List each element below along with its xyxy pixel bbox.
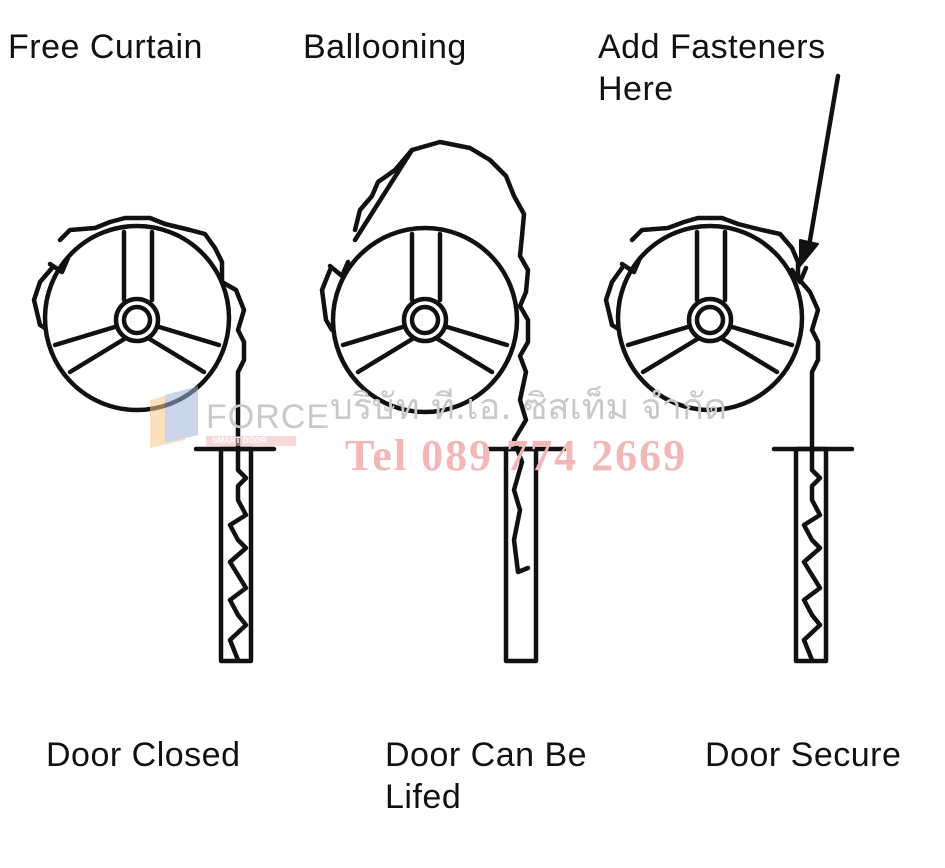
hub-inner-2 bbox=[409, 304, 441, 336]
spoke-top-3 bbox=[694, 229, 728, 303]
label-door-closed: Door Closed bbox=[46, 736, 241, 774]
spoke-top-1 bbox=[121, 229, 155, 303]
curtain-wrap-3 bbox=[603, 215, 821, 455]
curtain-in-guide-1 bbox=[227, 449, 249, 663]
spoke-left-1 bbox=[52, 323, 129, 375]
label-door-can-be-lifted: Door Can Be Lifed bbox=[385, 736, 588, 816]
spoke-right-1 bbox=[145, 323, 222, 375]
rotation-arrow-3 bbox=[619, 255, 643, 275]
spoke-left-3 bbox=[625, 323, 702, 375]
logo-sub-bar bbox=[206, 436, 296, 446]
rotation-arrow-1 bbox=[47, 255, 71, 275]
rotation-arrow-2 bbox=[327, 259, 351, 279]
curtain-wrap-1 bbox=[31, 215, 247, 455]
spoke-right-2 bbox=[433, 323, 510, 375]
drum-fastened bbox=[603, 215, 855, 664]
watermark-company: บริษัท ที.เอ. ซิสเท็ม จำกัด bbox=[330, 387, 728, 428]
watermark-logo-sub: SMART DOOR bbox=[212, 436, 267, 445]
fastener-pointer-arrow bbox=[799, 73, 841, 267]
logo-blue-mark bbox=[165, 386, 198, 443]
fastener-mark bbox=[789, 265, 809, 285]
curtain-in-guide-3 bbox=[801, 449, 823, 663]
spoke-top-2 bbox=[409, 231, 443, 303]
hub-inner-1 bbox=[121, 304, 153, 336]
watermark-logo-text: FORCE bbox=[206, 398, 330, 436]
spoke-right-3 bbox=[718, 323, 795, 375]
drum-free-curtain bbox=[31, 215, 277, 664]
spoke-left-2 bbox=[340, 323, 417, 375]
label-free-curtain: Free Curtain bbox=[8, 28, 203, 66]
label-door-secure: Door Secure bbox=[705, 736, 902, 774]
watermark-phone: Tel 089 774 2669 bbox=[345, 431, 688, 480]
hub-inner-3 bbox=[694, 304, 726, 336]
label-ballooning: Ballooning bbox=[303, 28, 467, 66]
drum-ballooning bbox=[319, 139, 567, 664]
balloon-edge bbox=[352, 147, 415, 243]
guide-rail-2 bbox=[503, 446, 539, 664]
watermark-logo bbox=[150, 386, 296, 448]
label-add-fasteners: Add Fasteners Here bbox=[598, 28, 826, 108]
